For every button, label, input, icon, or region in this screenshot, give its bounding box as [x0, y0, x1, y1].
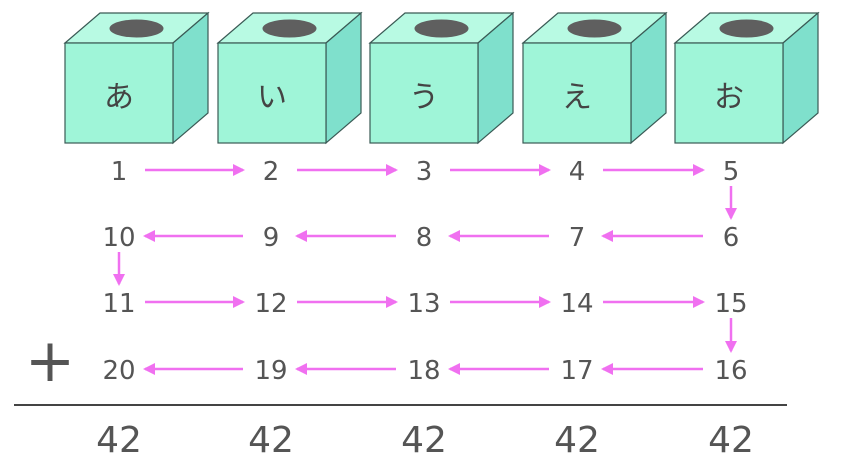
box-1: あ	[63, 11, 210, 145]
box-row: あいうえお	[63, 11, 820, 145]
grid-number: 5	[723, 157, 740, 187]
column-total: 42	[248, 420, 294, 461]
grid-number: 8	[416, 223, 433, 253]
grid-number: 7	[569, 223, 586, 253]
arrow-layer	[113, 164, 737, 375]
box-slot	[719, 19, 774, 38]
box-front-face	[674, 42, 784, 144]
box-3: う	[368, 11, 515, 145]
grid-number: 19	[254, 356, 287, 386]
column-total: 42	[96, 420, 142, 461]
box-slot	[109, 19, 164, 38]
box-front-face	[217, 42, 327, 144]
box-label: あ	[104, 80, 134, 115]
grid-number: 20	[102, 356, 135, 386]
grid-number: 13	[407, 289, 440, 319]
grid-number: 17	[560, 356, 593, 386]
box-label: い	[257, 80, 287, 115]
box-5: お	[673, 11, 820, 145]
plus-sign: +	[25, 326, 75, 396]
grid-number: 11	[102, 289, 135, 319]
column-total: 42	[401, 420, 447, 461]
grid-number: 15	[714, 289, 747, 319]
totals-row: 42 42 42 42 42	[96, 420, 754, 461]
box-front-face	[64, 42, 174, 144]
box-label: え	[562, 80, 592, 115]
grid-number: 10	[102, 223, 135, 253]
grid-number: 3	[416, 157, 433, 187]
column-total: 42	[554, 420, 600, 461]
box-2: い	[216, 11, 363, 145]
grid-number: 6	[723, 223, 740, 253]
grid-number: 16	[714, 356, 747, 386]
box-label: お	[714, 80, 744, 115]
grid-number: 4	[569, 157, 586, 187]
grid-number: 14	[560, 289, 593, 319]
box-slot	[567, 19, 622, 38]
grid-number: 1	[111, 157, 128, 187]
box-label: う	[409, 80, 439, 115]
grid-number: 2	[263, 157, 280, 187]
box-slot	[262, 19, 317, 38]
box-4: え	[521, 11, 668, 145]
grid-number: 18	[407, 356, 440, 386]
box-front-face	[369, 42, 479, 144]
box-front-face	[522, 42, 632, 144]
box-slot	[414, 19, 469, 38]
grid-number: 9	[263, 223, 280, 253]
grid-number: 12	[254, 289, 287, 319]
column-total: 42	[708, 420, 754, 461]
